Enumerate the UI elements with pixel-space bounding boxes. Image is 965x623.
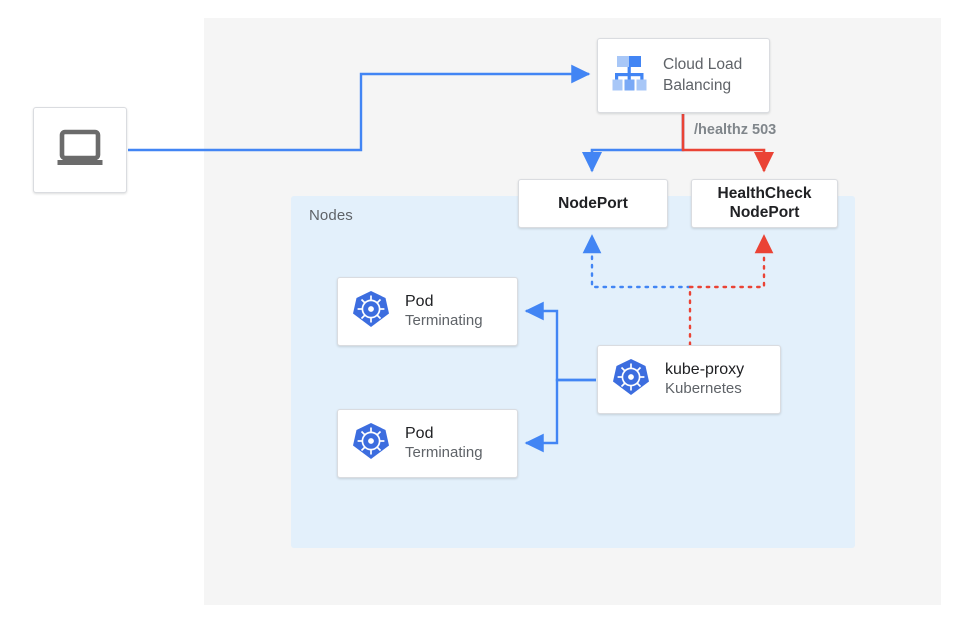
cloud-load-balancing-line2: Balancing: [663, 76, 732, 94]
nodes-region-label: Nodes: [309, 207, 353, 224]
pod-node-1[interactable]: Pod Terminating: [337, 277, 518, 346]
kubernetes-icon: [611, 357, 651, 402]
pod-status-2: Terminating: [405, 444, 483, 462]
healthcheck-nodeport-line2: NodePort: [729, 203, 800, 221]
kubernetes-icon: [351, 421, 391, 466]
nodeport-label: NodePort: [558, 194, 628, 212]
cloud-load-balancing-node[interactable]: Cloud Load Balancing: [597, 38, 770, 113]
pod-text-1: Pod Terminating: [405, 292, 483, 331]
cloud-load-balancing-icon: [607, 51, 653, 100]
kube-proxy-text: kube-proxy Kubernetes: [665, 360, 744, 399]
healthcheck-nodeport-node[interactable]: HealthCheck NodePort: [691, 179, 838, 228]
pod-name-1: Pod: [405, 292, 434, 310]
kubernetes-icon: [351, 289, 391, 334]
kube-proxy-subtitle: Kubernetes: [665, 380, 742, 398]
cloud-load-balancing-label: Cloud Load Balancing: [663, 55, 742, 96]
laptop-icon: [55, 128, 105, 173]
nodeport-node[interactable]: NodePort: [518, 179, 668, 228]
pod-status-1: Terminating: [405, 312, 483, 330]
kube-proxy-node[interactable]: kube-proxy Kubernetes: [597, 345, 781, 414]
client-node[interactable]: [33, 107, 127, 193]
cloud-load-balancing-line1: Cloud Load: [663, 56, 743, 74]
kube-proxy-name: kube-proxy: [665, 360, 745, 378]
pod-name-2: Pod: [405, 424, 434, 442]
pod-node-2[interactable]: Pod Terminating: [337, 409, 518, 478]
healthcheck-nodeport-line1: HealthCheck: [717, 184, 812, 202]
healthcheck-nodeport-label: HealthCheck NodePort: [718, 185, 812, 223]
pod-text-2: Pod Terminating: [405, 424, 483, 463]
